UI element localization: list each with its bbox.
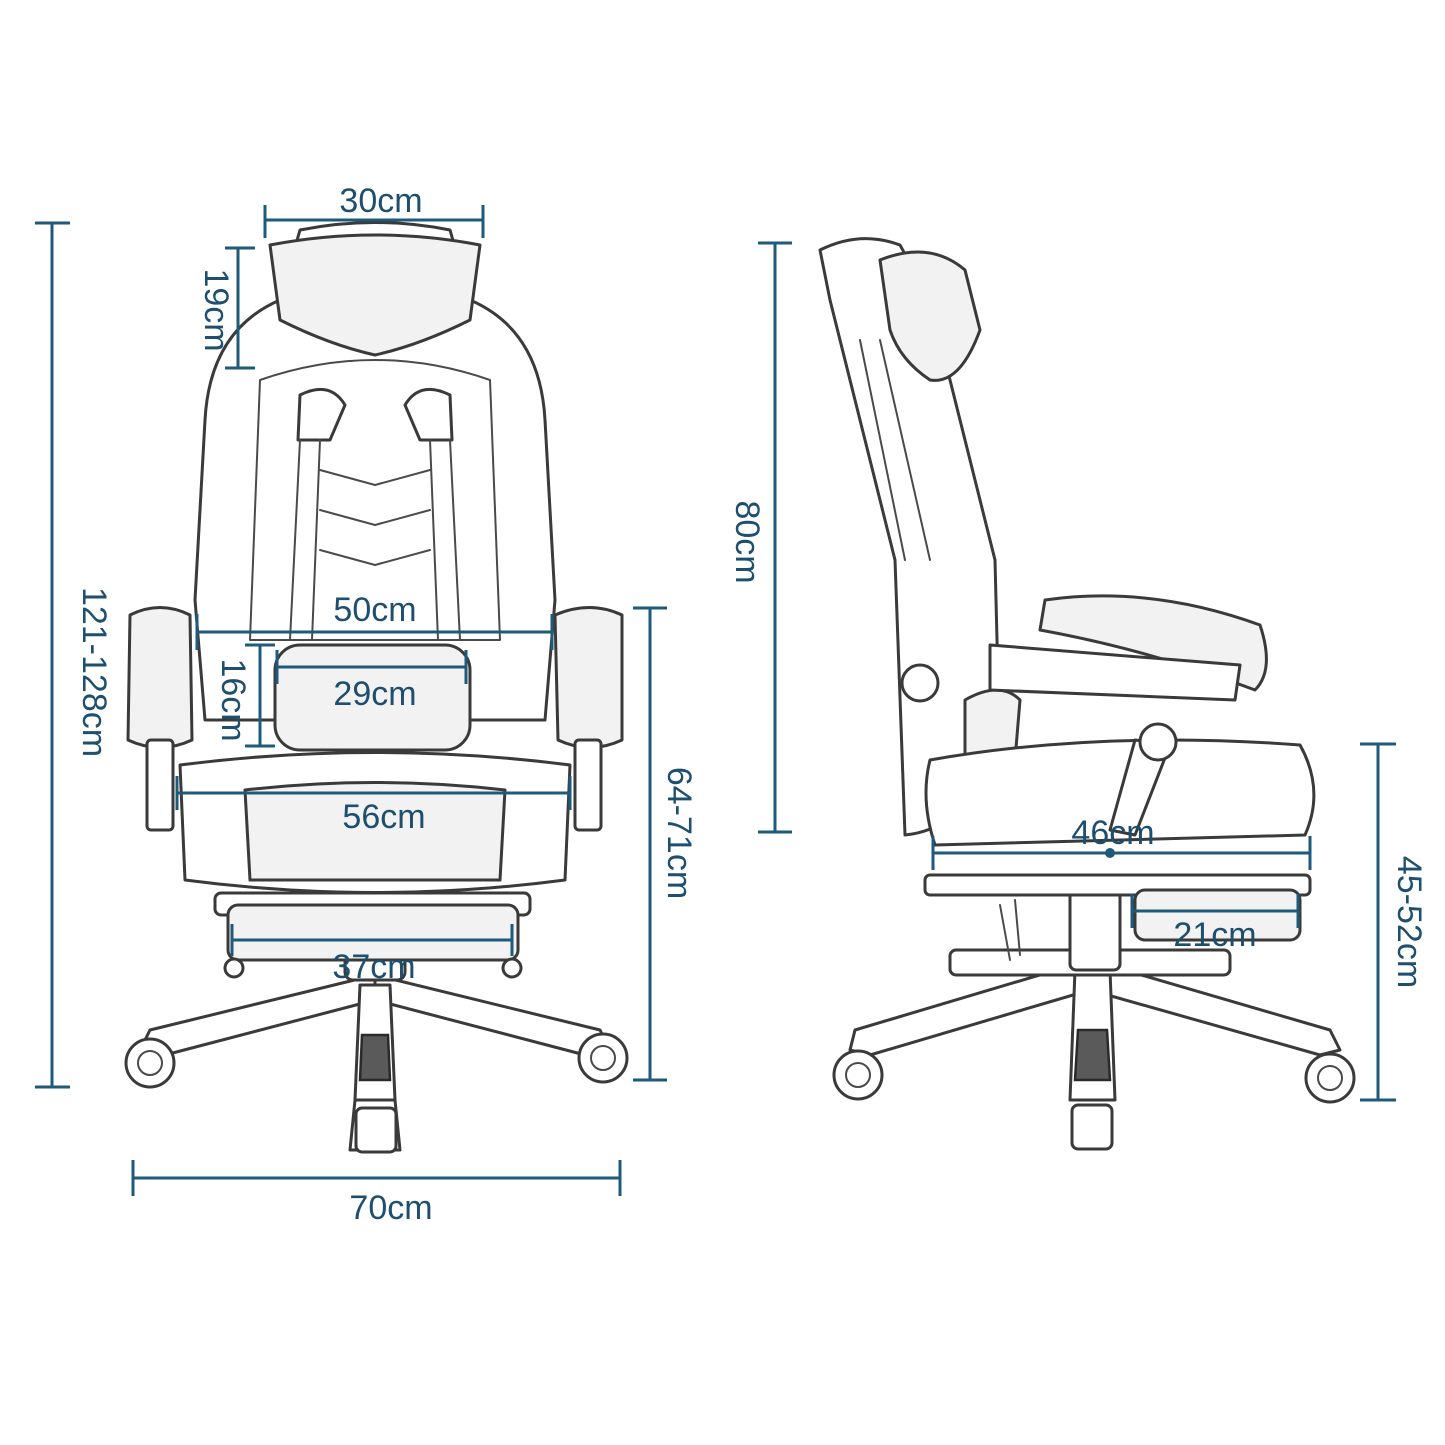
dim-overall-height: 121-128cm (35, 221, 113, 1089)
dim-lumbar-height: 16cm (214, 643, 275, 748)
label-seat-width: 56cm (342, 798, 425, 836)
dim-lumbar-width: 29cm (275, 650, 468, 713)
side-wheel-right (1304, 1052, 1356, 1104)
label-seat-height: 45-52cm (1390, 856, 1428, 988)
wheel-right (577, 1032, 629, 1084)
side-view-chair (818, 237, 1356, 1151)
side-footrest (1133, 888, 1302, 942)
front-view-chair (124, 221, 629, 1154)
label-overall-height: 121-128cm (75, 587, 113, 757)
side-headrest (878, 250, 982, 382)
front-chair-footrest (213, 891, 532, 979)
front-armrest-left (126, 606, 194, 832)
dim-footrest-width: 37cm (230, 924, 514, 986)
dim-headrest-height: 19cm (197, 246, 255, 370)
label-seat-depth: 46cm (1071, 814, 1154, 852)
label-headrest-height: 19cm (197, 268, 235, 351)
label-lumbar-height: 16cm (214, 658, 252, 741)
label-base-width: 70cm (349, 1189, 432, 1227)
wheel-center (354, 1106, 398, 1154)
front-backrest (193, 221, 557, 722)
dim-seat-height: 45-52cm (1360, 742, 1428, 1102)
dim-seat-width: 56cm (175, 776, 572, 836)
label-footrest-width: 37cm (332, 948, 415, 986)
side-gas-lift (1068, 888, 1122, 972)
label-lumbar-width: 29cm (333, 675, 416, 713)
front-headrest (268, 233, 482, 357)
dim-base-width: 70cm (131, 1160, 622, 1227)
front-armrest-right (553, 606, 624, 832)
label-backrest-height: 80cm (728, 500, 766, 583)
label-footrest-depth: 21cm (1173, 916, 1256, 954)
wheel-left (124, 1037, 176, 1089)
label-armrest-height: 64-71cm (660, 767, 698, 899)
dim-armrest-height: 64-71cm (633, 606, 698, 1082)
dim-headrest-width: 30cm (263, 182, 485, 238)
dim-footrest-depth: 21cm (1130, 894, 1300, 954)
label-headrest-width: 30cm (339, 182, 422, 220)
label-armrest-span: 50cm (333, 591, 416, 629)
side-wheel-left (832, 1049, 884, 1101)
dim-armrest-span: 50cm (195, 591, 554, 650)
front-lumbar-pillow (273, 643, 472, 752)
dim-backrest-height: 80cm (728, 241, 792, 834)
dim-seat-depth: 46cm (931, 814, 1312, 870)
